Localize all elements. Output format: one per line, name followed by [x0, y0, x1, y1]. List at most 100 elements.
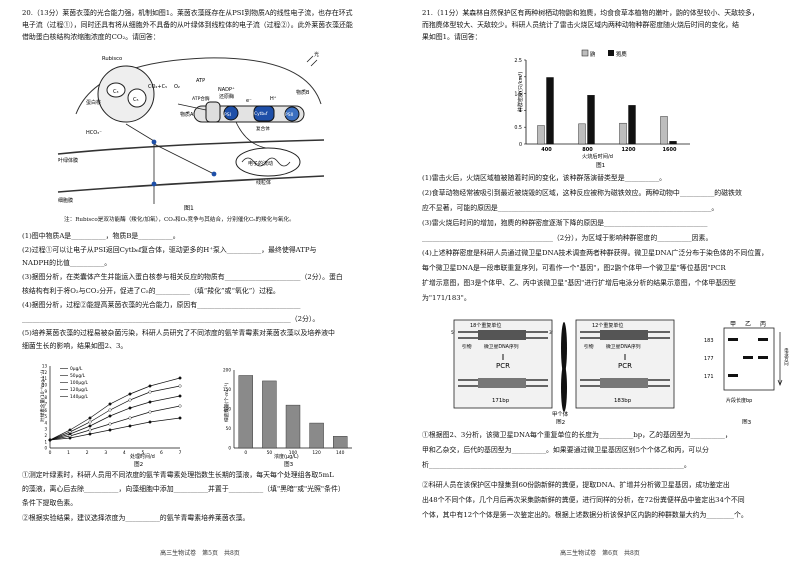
fig2-caption: 图2 [134, 460, 143, 468]
chart-x-tick-label: 1600 [663, 147, 677, 153]
q21-sub-4c: 扩增示意图，图3是个体甲、乙、丙中该微卫星"基因"进行扩增后电泳分析的结果示意图… [422, 279, 736, 287]
chart-x-tick-label: 400 [541, 147, 552, 153]
gel-bottom-label: 片段长度bp [726, 397, 752, 404]
gel-row-177: 177 [704, 356, 714, 362]
fig2-x-tick-label: 2 [86, 450, 89, 456]
fig2-legend-label: 0μg/L [70, 366, 83, 372]
chart-y-tick-label: 1 [519, 108, 522, 114]
q21-sub-3: (3)雷火烧后时间的增加，狍麂的种群密度逐渐下降的原因是____________… [422, 219, 708, 227]
q20-sub-3b: 核结构有利于将O₂与CO₂分开，促进了C₅的__________（填“羧化”或“… [22, 287, 280, 295]
q21-4-2a: ②科研人员在该保护区中搜集到60份鼩新鲜的粪便，提取DNA、扩增并分析微卫星基因… [422, 481, 730, 489]
fig2-point [148, 420, 152, 424]
fig2-point [148, 384, 152, 388]
fig2-point [178, 384, 182, 388]
fig2-y-tick-label: 9 [44, 389, 47, 394]
fig1-label-atp: ATP [196, 78, 205, 84]
fig2-point [128, 406, 132, 410]
fig2-box2-title: 12个重复单位 [592, 322, 623, 329]
fig2-point [128, 416, 132, 420]
chart-bar [669, 141, 677, 145]
fig1-label-mitochondrion: 线粒体 [256, 179, 271, 186]
page-6: 21.（11分）某森林自然保护区有两种树栖动物鼩和狍麂，均食食草本植物的嫩叶，鼩… [400, 0, 800, 566]
fig3-y-tick-label: 100 [223, 407, 231, 412]
chart-y-tick-label: 0.5 [514, 125, 522, 131]
legend-swatch-2 [608, 50, 614, 56]
gel-col-a: 甲 [730, 321, 736, 328]
gel-col-b: 乙 [745, 321, 751, 328]
fig1-label-o2: O₂ [174, 84, 180, 90]
fig1-label-proton: H⁺ [270, 96, 277, 102]
fig2-y-tick-label: 5 [44, 414, 47, 419]
q20-5-1b: 的藻液，离心后去除__________，向藻细胞中添加__________并置于… [22, 485, 345, 493]
q21-line-2: 而狍麂体型较大、天敌较少。科研人员统计了雷击火烧区域内两种动物种群密度随火烧后时… [422, 21, 739, 29]
fig1-label-substance-a: 物质A [180, 111, 194, 118]
gel-col-c: 丙 [760, 321, 766, 328]
q21-line-3: 果如图1。请回答： [422, 33, 482, 41]
fig1-label-atp-synthase: ATP合酶 [192, 95, 210, 102]
page-6-footer: 高三生物试卷 第6页 共8页 [560, 550, 640, 557]
fig1-caption: 图1 [184, 205, 194, 212]
chart-bar [660, 116, 668, 145]
fig3-xlabel: 浓度(μg/L) [274, 453, 299, 460]
q21-sub-4d: 为"171/183"。 [422, 294, 471, 302]
legend-label-1: 鼩 [590, 50, 595, 58]
fig2-x-tick-label: 6 [160, 450, 163, 456]
gel-direction-label: 电泳方向 [784, 347, 789, 366]
fig3-x-tick-label: 120 [312, 450, 321, 456]
chart-bar [587, 95, 595, 145]
fig1-label-electron-flow: 电子的流动 [248, 160, 273, 167]
fig2-caption: 图2 [556, 418, 565, 424]
q20-sub-2b: NADPH的比值__________。 [22, 259, 112, 267]
fig1-label-light: 光 [314, 51, 319, 58]
fig2-y-tick-label: 10 [42, 383, 48, 388]
fig1-label-electron: e⁻ [246, 98, 252, 104]
fig2-marker-5prime-a: 5' [451, 330, 455, 335]
q21-4-2c: 个体，其中有12个个体是第一次鉴定出的。根据上述数据分析该保护区内鼩的种群数量大… [422, 511, 748, 519]
fig3-y-tick-label: 50 [226, 426, 232, 431]
chart-y-tick-label: 0 [519, 142, 522, 148]
q21-4-1c: 析_______________________________________… [422, 461, 691, 469]
fig2-y-tick-label: 12 [42, 370, 48, 375]
fig2-y-tick-label: 11 [42, 376, 48, 381]
gel-row-183: 183 [704, 338, 714, 344]
q20-sub-4b: ________________________________________… [22, 315, 320, 323]
chart-bar [578, 123, 586, 145]
chart-y-tick-label: 1.5 [514, 91, 522, 97]
figure-1-diagram: Rubisco C₃ C₅ CO₂+C₅ O₂ 物质A NADP⁺ 还原酶 AT… [57, 51, 325, 212]
fig3-bar [285, 404, 301, 449]
fig2-point [108, 402, 112, 406]
fig3-caption: 图3 [284, 460, 294, 468]
fig2-point [148, 410, 152, 414]
fig1-label-c3: C₃ [113, 89, 119, 95]
fig2-point [88, 432, 92, 436]
fig2-y-tick-label: 8 [44, 395, 47, 400]
q21-figure-3-gel: 甲 乙 丙 183 177 171 电泳方向 片段长度bp 图3 [704, 321, 789, 424]
fig2-point [108, 408, 112, 412]
fig2-legend-label: 140μg/L [70, 394, 88, 400]
fig2-y-tick-label: 3 [44, 427, 47, 432]
fig2-point [148, 400, 152, 404]
fig2-box2-primer: 引物 [584, 343, 594, 350]
chart-y-tick-label: 2.5 [514, 58, 522, 64]
fig2-point [108, 422, 112, 426]
gel-caption: 图3 [742, 418, 752, 424]
chart-x-tick-label: 1200 [622, 147, 636, 153]
fig2-y-tick-label: 2 [44, 433, 47, 438]
chart-bar [619, 122, 627, 145]
fig3-bar [309, 422, 324, 449]
fig2-point [88, 416, 92, 420]
fig2-legend-label: 50μg/L [70, 373, 86, 379]
fig2-point [178, 376, 182, 380]
fig2-x-tick-label: 7 [179, 450, 182, 456]
chart-x-tick-label: 800 [582, 147, 593, 153]
fig1-label-psi: PSI [224, 112, 231, 118]
fig2-box1-title: 18个重复单位 [470, 322, 501, 329]
fig2-point [48, 438, 52, 442]
q20-5-2: ②根据实验结果，建议选择浓度为__________的氨苄青霉素培养莱茵衣藻。 [22, 514, 250, 522]
fig2-point [128, 392, 132, 396]
fig1-label-complex: 复合体 [256, 125, 270, 132]
q21-sub-4: (4)上述种群密度是科研人员通过微卫星DNA技术调查两者种群获得。微卫星DNA广… [422, 249, 769, 257]
